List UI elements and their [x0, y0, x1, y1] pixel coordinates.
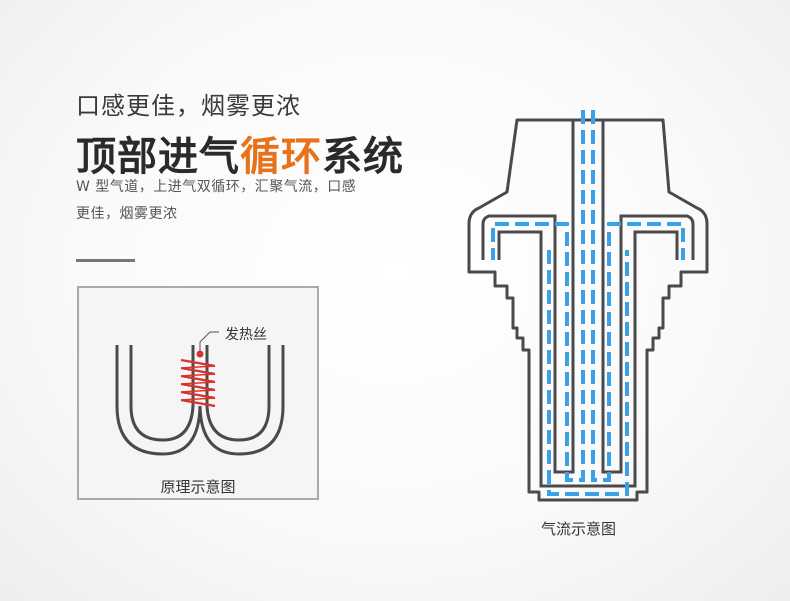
w-tube-outer: [115, 345, 285, 456]
page-title: 顶部进气循环系统: [76, 124, 404, 182]
principle-diagram-box: 发热丝 原理示意图: [77, 286, 319, 500]
w-tube-inner-left: [129, 345, 195, 442]
principle-caption: 原理示意图: [160, 478, 236, 496]
heater-marker-dot: [196, 350, 204, 358]
description-line-1: W 型气道，上进气双循环，汇聚气流，口感: [76, 179, 357, 195]
divider: [76, 259, 135, 262]
left-chamber-wall: [481, 120, 575, 474]
w-tube-inner-right: [205, 345, 271, 442]
description: W 型气道，上进气双循环，汇聚气流，口感 更佳，烟雾更浓: [76, 174, 376, 228]
heater-label: 发热丝: [225, 327, 267, 343]
heating-coil: [180, 358, 216, 408]
right-chamber-wall: [601, 120, 695, 474]
device-body-outline: [467, 118, 709, 502]
airflow-left-loop: [491, 110, 585, 482]
airflow-right-loop: [591, 110, 685, 482]
airflow-caption: 气流示意图: [541, 520, 617, 538]
subtitle: 口感更佳，烟雾更浓: [76, 92, 301, 120]
description-line-2: 更佳，烟雾更浓: [76, 206, 178, 222]
title-part-2: 系统: [322, 134, 404, 180]
inner-channel-wall: [497, 230, 679, 488]
airflow-diagram: [467, 110, 709, 502]
w-tube-diagram: [115, 331, 285, 456]
title-part-1: 顶部进气: [76, 134, 240, 180]
title-accent: 循环: [240, 134, 322, 180]
airflow-paths: [491, 110, 685, 496]
airflow-bottom-return: [547, 250, 629, 496]
heater-leader-line: [199, 331, 219, 354]
